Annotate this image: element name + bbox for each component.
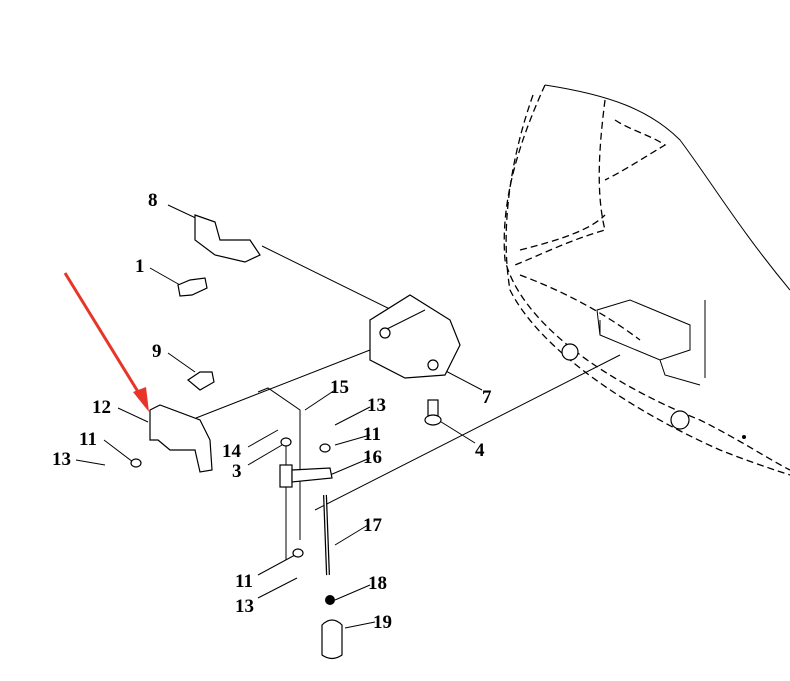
part-17-rod: [323, 494, 330, 576]
callout-13: 13: [235, 596, 254, 617]
callout-11: 11: [235, 571, 253, 592]
callout-11: 11: [79, 429, 97, 450]
callout-16: 16: [363, 447, 382, 468]
callout-labels: 8 1 9 12 11 13 14 3 15 13 11 16 7 4 17 1…: [52, 190, 492, 633]
callout-17: 17: [363, 515, 383, 536]
part-1-bolt: [177, 277, 208, 297]
callout-13: 13: [52, 449, 71, 470]
callout-8: 8: [148, 190, 158, 211]
callout-11: 11: [363, 424, 381, 445]
callout-9: 9: [152, 341, 162, 362]
callout-7: 7: [482, 387, 492, 408]
connector-lines: [75, 204, 621, 629]
callout-3: 3: [232, 461, 242, 482]
callout-19: 19: [373, 612, 392, 633]
washers: [130, 437, 331, 558]
part-12-bracket: [149, 404, 213, 473]
part-18-nut: [325, 595, 335, 605]
highlight-arrow: [63, 272, 149, 412]
part-4-bolt: [424, 359, 442, 426]
callout-14: 14: [222, 441, 242, 462]
callout-18: 18: [368, 573, 387, 594]
callout-15: 15: [330, 377, 349, 398]
callout-4: 4: [475, 440, 485, 461]
part-15-rod: [257, 387, 301, 420]
part-16-lever: [279, 464, 333, 488]
part-9-bolt: [186, 371, 215, 391]
part-19-knob: [321, 619, 343, 660]
callout-1: 1: [135, 256, 145, 277]
callout-13: 13: [367, 395, 386, 416]
machine-body-outline: [503, 84, 790, 476]
part-7-mount-plate: [369, 294, 461, 379]
part-8-bracket: [194, 214, 261, 263]
callout-12: 12: [92, 397, 111, 418]
